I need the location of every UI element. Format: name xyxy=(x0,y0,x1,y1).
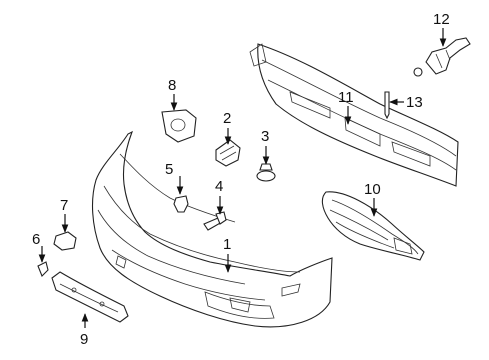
part-8-bracket xyxy=(161,109,197,143)
callout-11: 11 xyxy=(338,89,354,106)
callout-3: 3 xyxy=(261,128,269,145)
callout-6: 6 xyxy=(32,231,40,248)
callout-12: 12 xyxy=(433,11,450,28)
part-5-screw xyxy=(173,195,189,213)
leader-lines xyxy=(38,28,447,328)
part-12-washer-nozzle xyxy=(413,37,471,77)
part-1-bumper-cover xyxy=(92,130,333,328)
callout-7: 7 xyxy=(60,197,68,214)
callout-8: 8 xyxy=(168,77,176,94)
part-7-retainer xyxy=(53,231,77,251)
part-10-grille xyxy=(321,191,425,261)
callout-10: 10 xyxy=(364,181,381,198)
callout-1: 1 xyxy=(223,236,231,253)
callout-9: 9 xyxy=(80,331,88,348)
part-9-license-bracket xyxy=(51,271,129,323)
part-6-clip xyxy=(37,261,49,277)
part-13-pin xyxy=(384,91,390,120)
callout-5: 5 xyxy=(165,161,173,178)
callout-2: 2 xyxy=(223,110,231,127)
callout-labels: 1 2 3 4 5 6 7 8 9 10 11 12 13 xyxy=(32,11,450,348)
part-3-nut xyxy=(256,163,276,182)
part-11-reinforcement-beam xyxy=(249,43,459,187)
callout-4: 4 xyxy=(215,178,223,195)
part-4-bolt xyxy=(203,211,227,231)
callout-13: 13 xyxy=(406,94,423,111)
